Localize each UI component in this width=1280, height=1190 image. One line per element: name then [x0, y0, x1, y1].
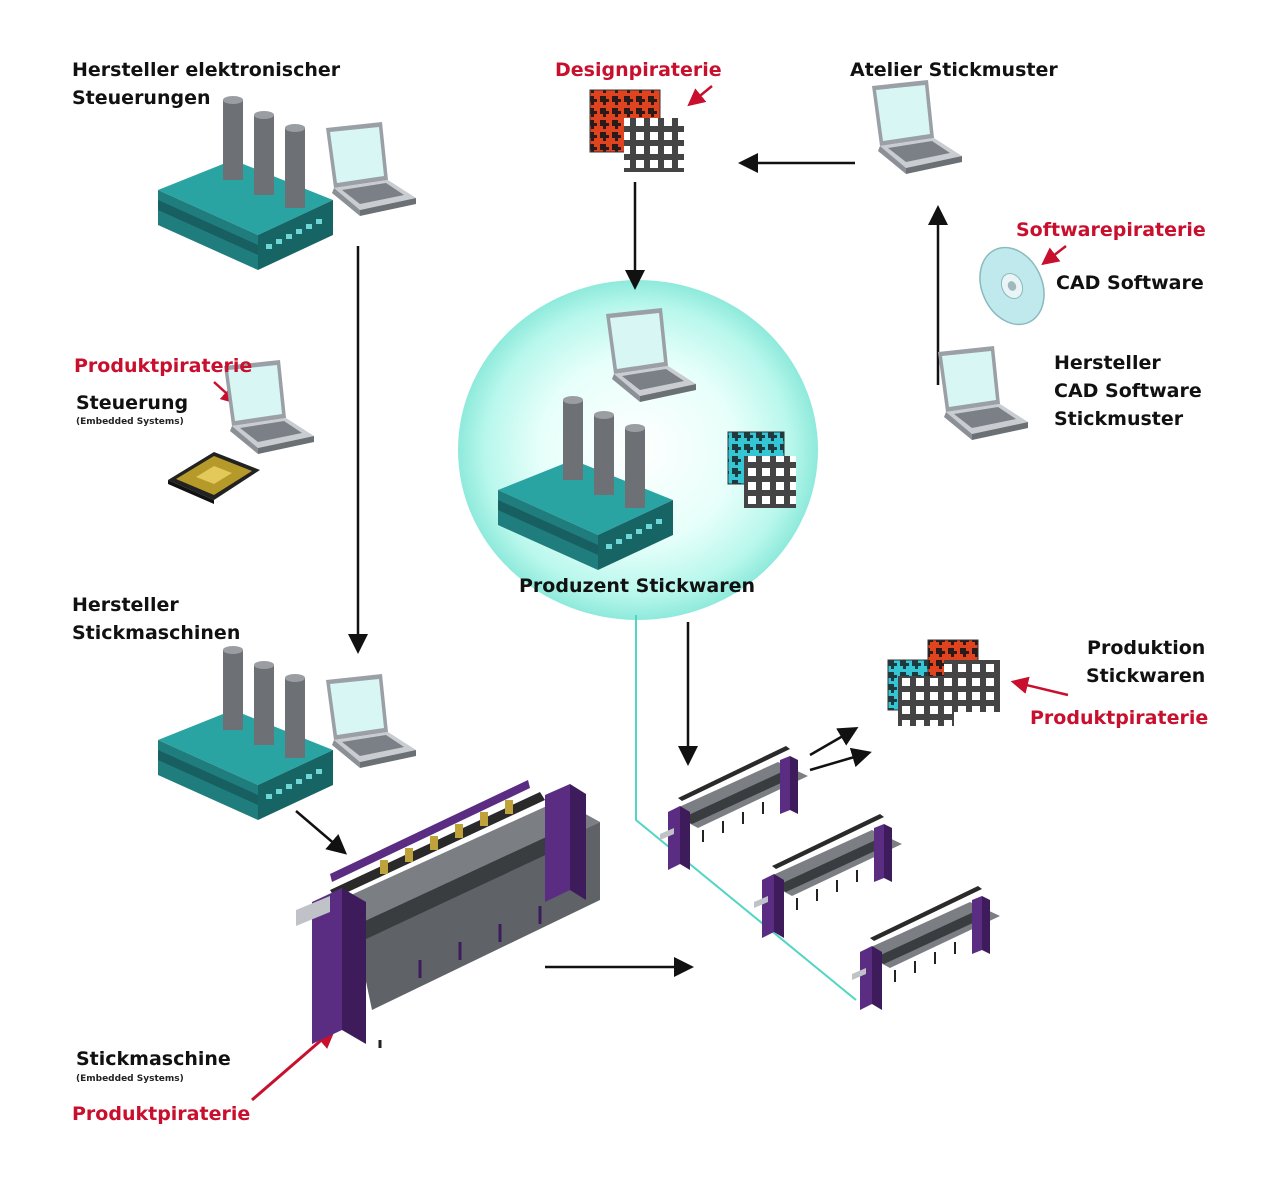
embroidery-machine-icon — [659, 745, 809, 871]
label-line: Steuerungen — [72, 87, 211, 109]
factory-icon — [158, 96, 333, 270]
label-line: Hersteller — [72, 594, 179, 616]
label-line: Hersteller elektronischer — [72, 59, 341, 81]
label-producer: Produzent Stickwaren — [519, 575, 755, 597]
label-atelier: Atelier Stickmuster — [850, 59, 1058, 81]
label-controller-subtitle: (Embedded Systems) — [76, 417, 184, 427]
producer-connector — [635, 615, 857, 1001]
label-line: CAD Software — [1054, 380, 1202, 402]
arrow-maker-to-machine — [295, 810, 348, 855]
laptop-icon — [326, 122, 416, 216]
label-line: Stickwaren — [1086, 665, 1206, 687]
label-machine-manufacturer: Hersteller Stickmaschinen — [72, 591, 240, 647]
label-line: Produktion — [1087, 637, 1206, 659]
chip-icon — [168, 452, 260, 504]
arrow-production-out-2 — [809, 747, 872, 772]
label-line: Stickmaschinen — [72, 622, 241, 644]
label-controller: Steuerung — [76, 392, 189, 414]
piracy-label-design: Designpiraterie — [555, 59, 722, 81]
factory-icon — [158, 646, 333, 820]
piracy-label-controller: Produktpiraterie — [74, 355, 253, 377]
label-cad-manufacturer: Hersteller CAD Software Stickmuster — [1054, 349, 1202, 433]
piracy-label-production: Produktpiraterie — [1030, 707, 1209, 729]
label-cad-software: CAD Software — [1056, 272, 1204, 294]
design-pattern-icon — [589, 89, 684, 172]
laptop-icon — [938, 346, 1028, 440]
label-line: Stickmuster — [1054, 408, 1184, 430]
piracy-arrow-design — [687, 85, 713, 107]
embroidery-machine-icon — [753, 813, 903, 939]
embroidery-machine-icon — [296, 780, 600, 1048]
laptop-icon — [872, 80, 962, 174]
label-line: Hersteller — [1054, 352, 1161, 374]
label-embroidery-machine-subtitle: (Embedded Systems) — [76, 1074, 184, 1084]
design-pattern-icon — [887, 639, 1000, 726]
arrow-production-out-1 — [809, 726, 859, 757]
label-controls-manufacturer: Hersteller elektronischer Steuerungen — [72, 56, 340, 112]
piracy-arrow-production — [1010, 676, 1069, 697]
label-embroidery-machine: Stickmaschine — [76, 1048, 231, 1070]
piracy-label-software: Softwarepiraterie — [1016, 219, 1206, 241]
piracy-arrow-machine — [251, 1027, 337, 1102]
embroidery-machine-icon — [851, 885, 1001, 1011]
laptop-icon — [326, 674, 416, 768]
piracy-label-machine: Produktpiraterie — [72, 1103, 251, 1125]
cd-icon — [979, 246, 1045, 326]
label-production: Produktion Stickwaren — [1086, 634, 1205, 690]
piracy-arrow-software — [1041, 245, 1067, 266]
design-pattern-icon — [727, 431, 796, 508]
